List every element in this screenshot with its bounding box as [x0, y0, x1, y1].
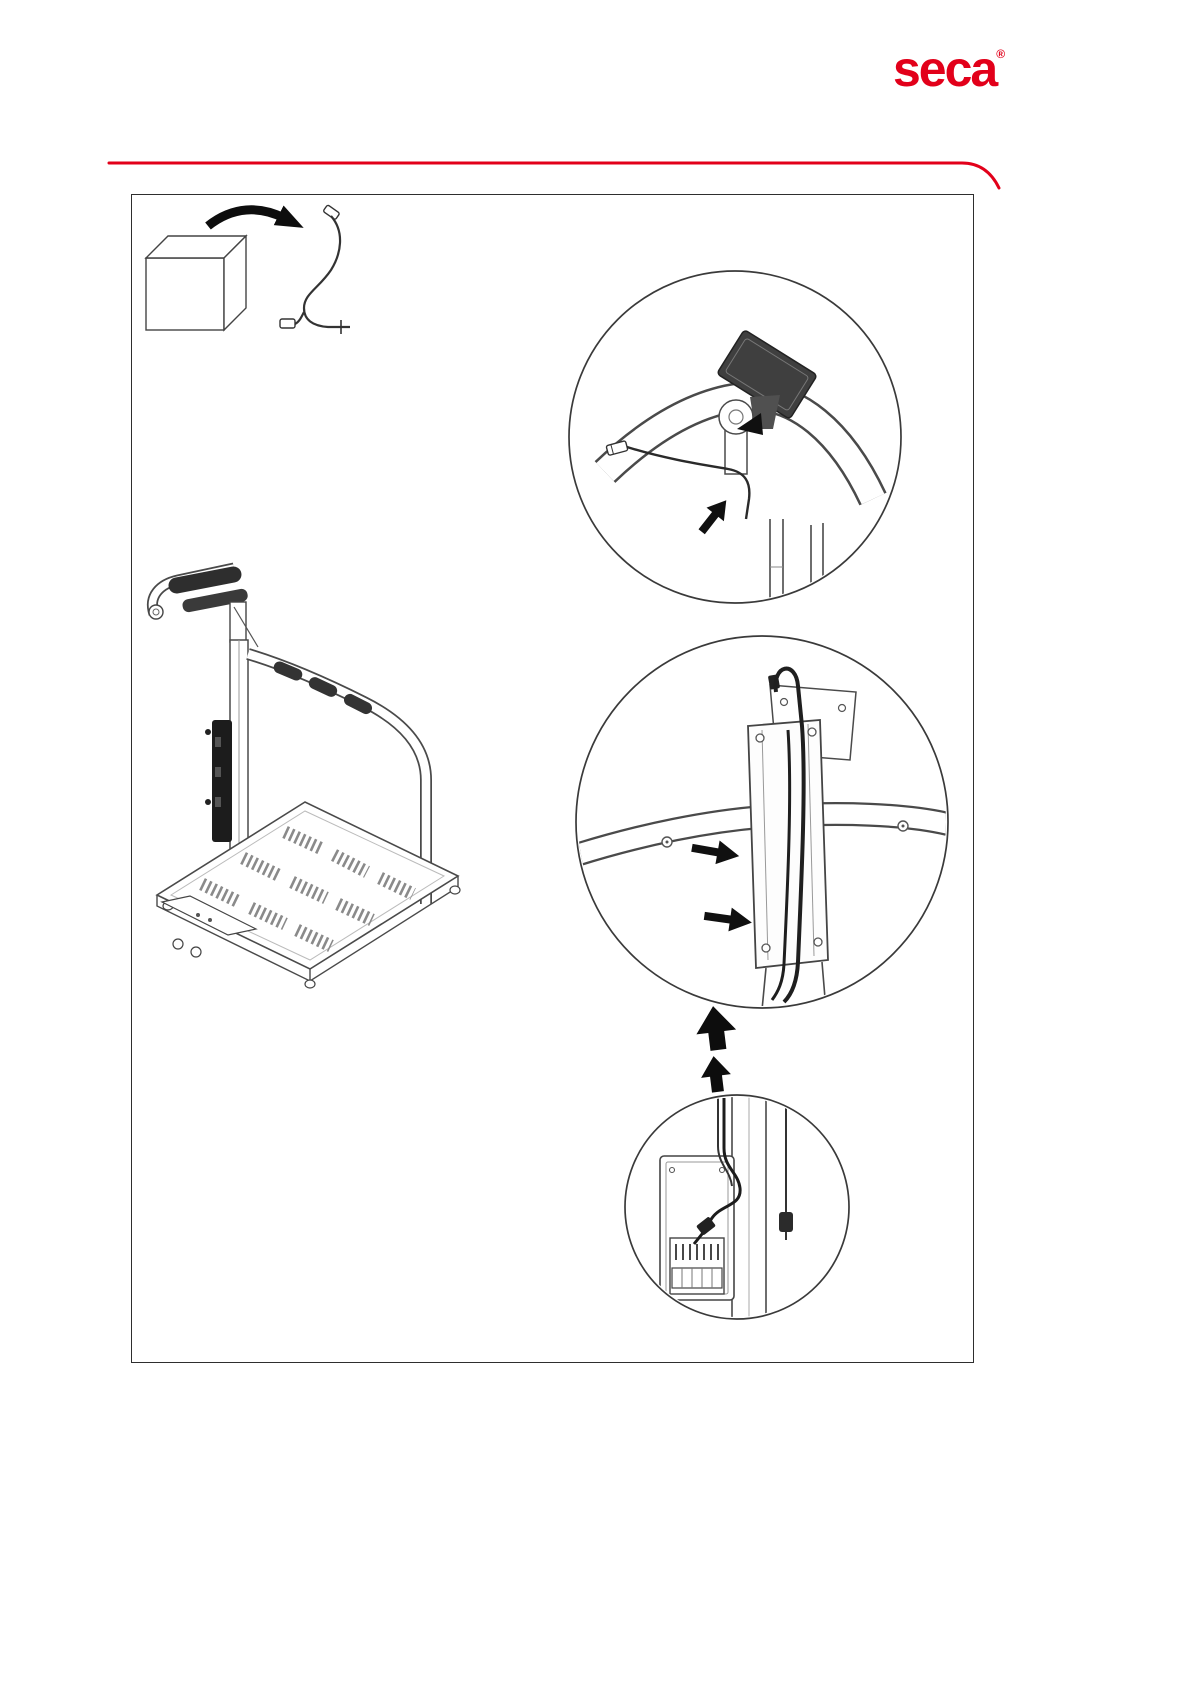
display-back [717, 330, 817, 419]
red-rule-path [107, 161, 1001, 190]
cable-connector [605, 440, 629, 456]
scale-assembly-illustration [147, 562, 461, 989]
detail-column-circle [575, 635, 949, 1009]
black-arrow-right-2 [703, 907, 752, 932]
black-arrow-right-1 [691, 840, 740, 865]
curved-arrow [205, 205, 304, 230]
package-with-cable-illustration [144, 204, 350, 334]
vent-slots [199, 826, 416, 952]
seca-logo: seca® [893, 26, 1023, 97]
up-arrow-small [701, 1056, 731, 1093]
detail-handlebar-circle [568, 270, 902, 604]
routed-cable-2 [770, 729, 792, 1001]
handlebar-detail [594, 330, 887, 601]
connector-block [669, 1237, 725, 1295]
base-connector-detail [659, 1097, 793, 1317]
spare-cable-connector [779, 1212, 793, 1232]
cable-plug [696, 1217, 716, 1235]
black-arrow-up-right [698, 500, 727, 535]
black-arrowhead [737, 413, 763, 435]
registered-mark: ® [996, 47, 1006, 61]
cable-drawing [279, 204, 350, 334]
upward-routing-arrows [696, 1006, 737, 1093]
cable [626, 445, 751, 520]
platform [155, 801, 461, 989]
routed-cable-1 [773, 666, 806, 1004]
detail-base-circle [624, 1094, 850, 1320]
carton-box [144, 234, 248, 332]
seca-logo-text: seca [893, 41, 998, 97]
handrail [246, 648, 432, 904]
base-rail [160, 895, 258, 936]
column-routing-detail [578, 666, 946, 1006]
up-arrow-large [696, 1006, 737, 1051]
cable-loop [692, 1098, 742, 1245]
display-head [147, 562, 259, 648]
red-header-rule [107, 161, 1001, 190]
